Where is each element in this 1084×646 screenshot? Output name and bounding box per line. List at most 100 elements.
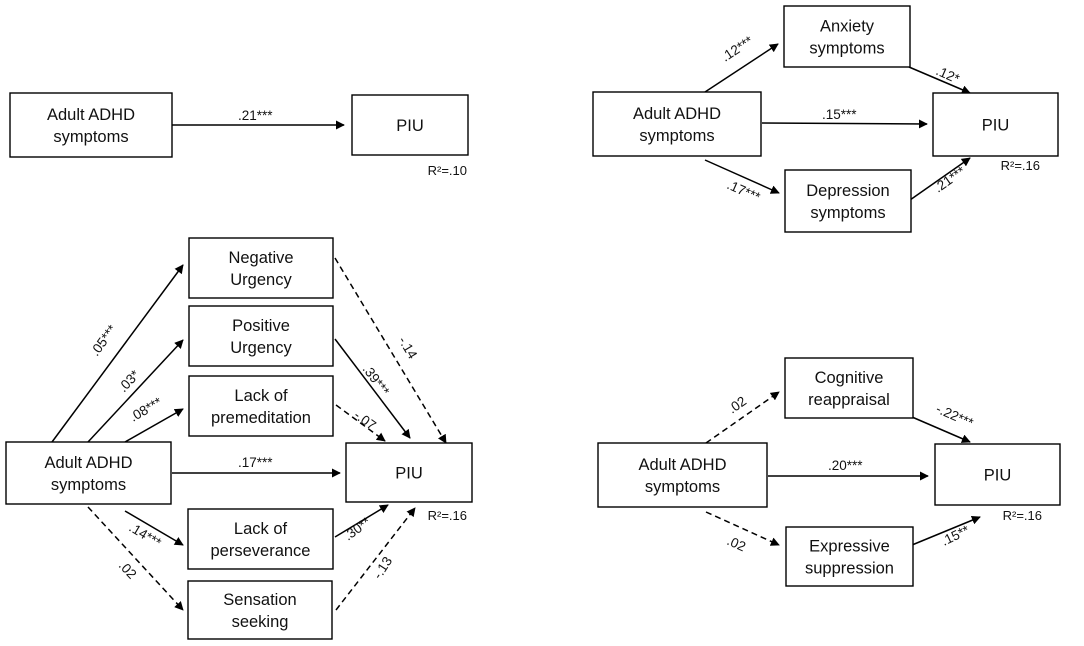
node-box — [934, 443, 1061, 506]
path-arrow-lps-to-piu — [334, 504, 389, 538]
node-label-line: Expressive — [809, 538, 890, 556]
node-box — [345, 442, 473, 503]
path-arrow-es-to-piu — [911, 515, 981, 546]
path-arrow-adhd-to-es — [705, 511, 780, 546]
path-arrow-lpm-to-piu — [335, 404, 386, 442]
path-arrow-cr-to-piu — [911, 416, 971, 443]
node-label-line: Urgency — [230, 339, 292, 357]
node-label-line: symptoms — [51, 476, 126, 494]
node-box — [351, 94, 469, 156]
path-arrow-pu-to-piu — [334, 338, 411, 439]
path-coefficient-adhd-to-piu: .15*** — [822, 107, 857, 122]
path-coefficient-adhd-to-es: .02 — [725, 533, 748, 554]
node-piu: PIU — [934, 443, 1061, 506]
r-squared-label: R²=.16 — [1003, 508, 1042, 523]
node-box — [932, 92, 1059, 157]
node-label-line: reappraisal — [808, 391, 890, 409]
node-box — [187, 508, 334, 570]
node-box — [188, 375, 334, 437]
path-coefficient-adhd-to-piu: .21*** — [238, 108, 273, 123]
path-coefficient-adhd-to-piu: .20*** — [828, 458, 863, 473]
node-cr: Cognitive reappraisal — [784, 357, 914, 419]
node-label-line: Adult ADHD — [633, 105, 721, 123]
node-label-line: symptoms — [810, 204, 885, 222]
node-label-line: Positive — [232, 317, 290, 335]
path-arrow-adhd-to-lpm — [124, 408, 184, 443]
node-piu: PIU — [932, 92, 1059, 157]
path-coefficient-adhd-to-lps: .14*** — [126, 520, 164, 551]
node-label-line: Lack of — [234, 520, 288, 538]
path-arrow-adhd-to-dep — [704, 159, 780, 194]
node-ss: Sensation seeking — [187, 580, 333, 640]
path-arrow-anx-to-piu — [908, 66, 971, 94]
path-arrow-dep-to-piu — [909, 157, 971, 201]
panel-c: .05***.03*.08***.17***.14***.02-.14.39**… — [5, 237, 473, 640]
path-coefficient-adhd-to-anx: .12*** — [718, 33, 756, 65]
path-arrow-adhd-to-pu — [87, 339, 184, 443]
path-coefficient-ss-to-piu: -.13 — [370, 554, 395, 582]
node-box — [784, 169, 912, 233]
path-arrow-adhd-to-piu — [761, 119, 928, 129]
node-label-line: Lack of — [234, 387, 288, 405]
node-label-line: suppression — [805, 560, 894, 578]
node-es: Expressive suppression — [785, 526, 914, 587]
panel-b: .12***.12*.15***.17***.21***Adult ADHDsy… — [592, 5, 1059, 233]
path-arrow-nu-to-piu — [334, 257, 447, 444]
node-adhd: Adult ADHD symptoms — [5, 441, 172, 505]
path-arrow-ss-to-piu — [335, 507, 416, 611]
path-coefficient-dep-to-piu: .21*** — [931, 163, 968, 196]
panel-d: .02-.22***.20***.02.15**Adult ADHDsympto… — [597, 357, 1061, 587]
node-piu: PIU — [345, 442, 473, 503]
node-box — [783, 5, 911, 68]
node-box — [9, 92, 173, 158]
node-label-line: PIU — [395, 465, 423, 483]
path-coefficient-lpm-to-piu: -.07 — [351, 407, 379, 433]
path-coefficient-adhd-to-nu: .05*** — [87, 321, 120, 358]
node-label-line: PIU — [984, 467, 1012, 485]
node-box — [5, 441, 172, 505]
node-label-line: Adult ADHD — [638, 456, 726, 474]
node-adhd: Adult ADHD symptoms — [9, 92, 173, 158]
node-lpm: Lack of premeditation — [188, 375, 334, 437]
node-box — [597, 442, 768, 508]
path-arrow-adhd-to-lps — [124, 510, 184, 546]
node-label-line: symptoms — [809, 40, 884, 58]
node-label-line: Sensation — [223, 591, 296, 609]
path-coefficient-adhd-to-piu: .17*** — [238, 455, 273, 470]
path-coefficient-adhd-to-pu: .03* — [115, 367, 143, 395]
path-coefficient-adhd-to-cr: .02 — [725, 393, 749, 416]
path-coefficient-lps-to-piu: .30** — [341, 514, 374, 544]
node-label-line: Adult ADHD — [47, 106, 135, 124]
node-label-line: perseverance — [211, 542, 311, 560]
node-label-line: Cognitive — [815, 369, 884, 387]
r-squared-label: R²=.16 — [1001, 158, 1040, 173]
node-label-line: symptoms — [53, 128, 128, 146]
path-arrow-adhd-to-nu — [51, 264, 184, 443]
node-box — [784, 357, 914, 419]
node-box — [187, 580, 333, 640]
node-dep: Depression symptoms — [784, 169, 912, 233]
path-coefficient-adhd-to-dep: .17*** — [725, 177, 763, 205]
node-label-line: premeditation — [211, 409, 311, 427]
node-lps: Lack of perseverance — [187, 508, 334, 570]
path-arrow-adhd-to-cr — [705, 391, 780, 444]
node-label-line: Urgency — [230, 271, 292, 289]
node-anx: Anxiety symptoms — [783, 5, 911, 68]
node-label-line: Adult ADHD — [44, 454, 132, 472]
node-box — [188, 305, 334, 367]
node-box — [785, 526, 914, 587]
node-label-line: Depression — [806, 182, 889, 200]
path-coefficient-es-to-piu: .15** — [939, 522, 973, 549]
path-arrow-adhd-to-anx — [704, 43, 779, 93]
node-label-line: PIU — [396, 117, 424, 135]
node-label-line: seeking — [232, 613, 289, 631]
path-coefficient-adhd-to-ss: .02 — [116, 558, 140, 582]
node-label-line: Anxiety — [820, 18, 875, 36]
path-coefficient-nu-to-piu: -.14 — [395, 334, 420, 362]
